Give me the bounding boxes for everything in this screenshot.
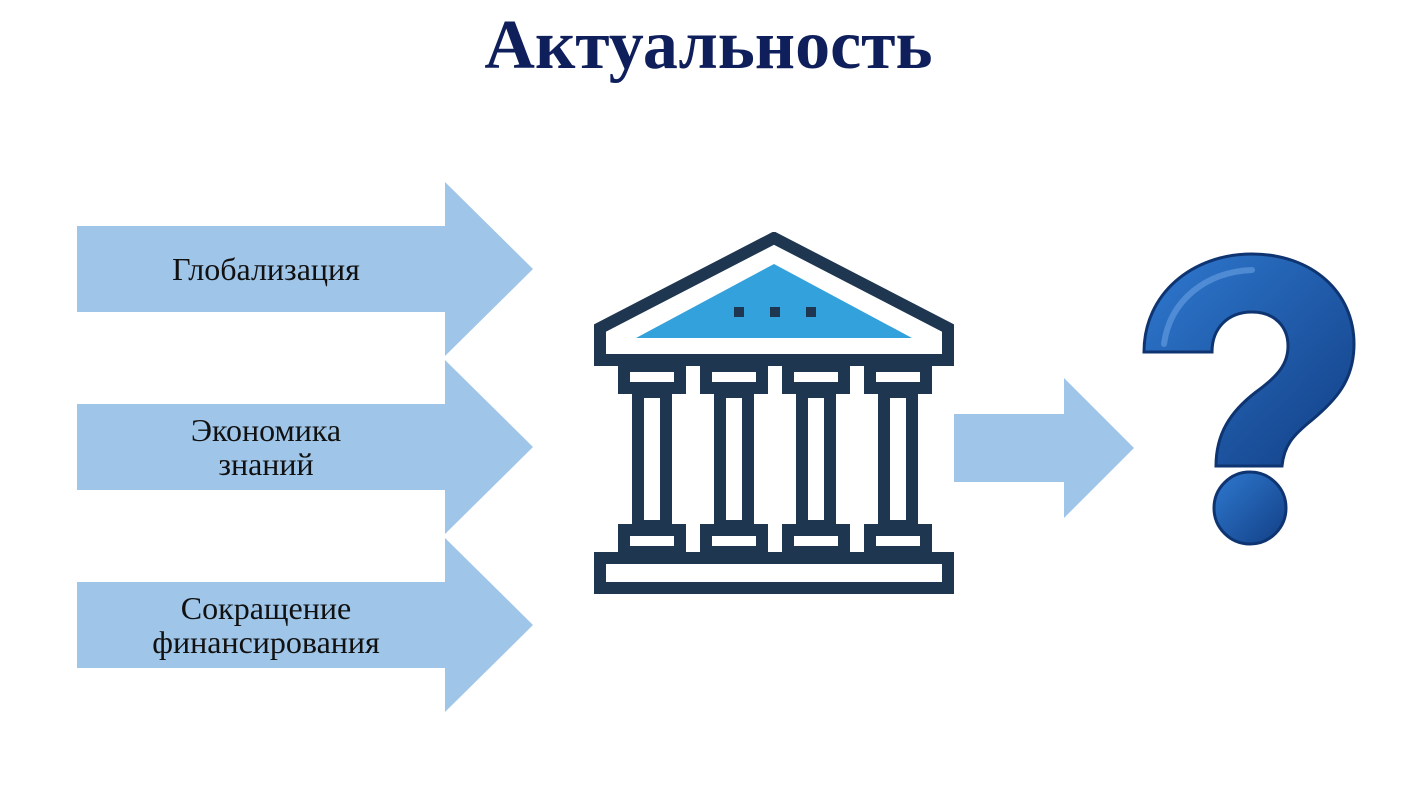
input-arrow-label: Глобализация [77,226,455,312]
input-arrow-globalization: Глобализация [77,182,533,356]
slide-title: Актуальность [484,7,933,84]
question-mark-icon [1142,252,1356,546]
input-label-line2: финансирования [152,624,380,660]
arrow-shape [77,538,533,712]
input-label-line1: Глобализация [172,251,360,287]
input-arrow-funding-cuts: Сокращение финансирования [77,538,533,712]
input-label-line1: Сокращение [180,590,352,626]
input-label-line2: знаний [218,446,314,482]
arrow-shape [77,182,533,356]
input-arrow-knowledge-economy: Экономика знаний [77,360,533,534]
input-label-line1: Экономика [190,412,342,448]
university-building-icon [594,232,954,594]
input-arrow-label: Сокращение финансирования [77,582,455,668]
output-arrow [954,378,1134,518]
input-arrow-label: Экономика знаний [77,404,455,490]
arrow-shape [77,360,533,534]
